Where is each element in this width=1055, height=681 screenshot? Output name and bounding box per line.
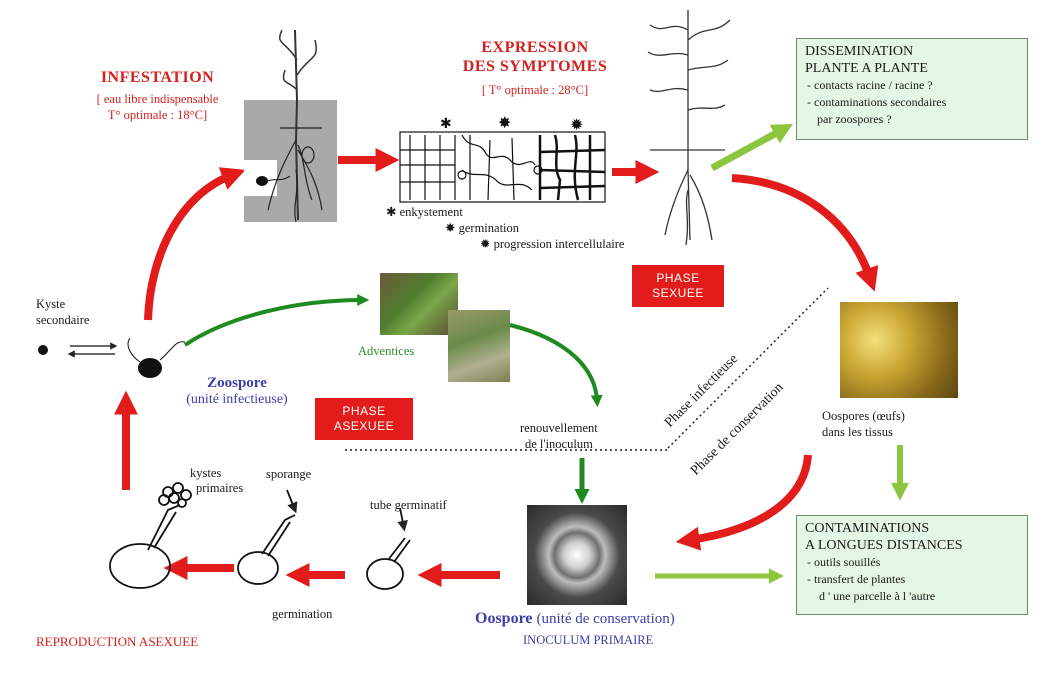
dissemination-item-1: - contacts racine / racine ? [807,78,933,92]
renouvellement-line-1: renouvellement [520,421,598,435]
phase-sexuee-line-2: SEXUEE [652,286,704,300]
symptoms-cell-drawings [399,131,606,203]
legend-germination: ✸ germination [445,220,519,236]
arrow-adventices-to-renouvellement [509,323,603,408]
sporange-drawing [237,489,298,585]
expression-title-1: EXPRESSION [481,39,589,56]
svg-text:✸: ✸ [498,113,511,132]
infestation-condition-2: T° optimale : 18°C] [107,108,208,122]
oospore-microscopy-photo [527,505,627,605]
oospore-name: Oospore [475,610,533,627]
adventices-photo-2 [448,310,510,382]
kyste-label-2: secondaire [36,313,90,327]
arrow-zoospore-to-adventices [183,294,370,347]
zoospore-label: Zoospore (unité infectieuse) [162,375,312,408]
primaires-label: primaires [196,481,244,495]
kystes-label: kystes [190,466,222,480]
renouvellement-label: renouvellement de l'inoculum [520,420,598,452]
arrow-plant-to-oospores [731,174,879,292]
svg-text:✱: ✱ [440,116,452,132]
phase-asexuee-line-2: ASEXUEE [333,419,395,433]
arrow-zoospore-to-infestation [144,167,246,321]
legend-germination-label: germination [458,221,520,235]
arrow-oospores-to-oospore [675,454,812,551]
sporange-label: sporange [266,467,312,481]
adventices-label: Adventices [358,344,415,358]
infestation-condition-1: [ eau libre indispensable [96,92,219,106]
legend-progression: ✹ progression intercellulaire [480,236,624,252]
kyste-label-1: Kyste [36,297,66,311]
kystes-primaires-label: kystes primaires [190,466,243,496]
progression-marker-icon: ✹ [480,237,491,251]
arrow-plant-to-dissemination [710,123,794,172]
contaminations-title-1: CONTAMINATIONS [805,521,930,536]
tube-germinatif-drawing [366,507,411,590]
mature-plant-drawing [647,10,731,246]
phase-asexuee-line-1: PHASE [342,404,386,418]
contaminations-item-1: - outils souillés [807,555,881,569]
infestation-title: INFESTATION [100,69,215,86]
germination-marker-icon: ✸ [445,221,456,235]
legend-enkystement: ✱ enkystement [386,204,463,220]
dissemination-title-2: PLANTE A PLANTE [805,61,928,76]
renouvellement-line-2: de l'inoculum [524,437,593,451]
adventices-photo-1 [380,273,458,335]
phase-asexuee-badge: PHASE ASEXUEE [315,398,413,440]
kystes-primaires-drawing [109,482,192,589]
legend-enkystement-label: enkystement [399,205,463,219]
expression-condition: [ T° optimale : 28°C] [481,83,589,97]
zoospore-role: (unité infectieuse) [186,392,288,407]
oospores-oeufs-label: Oospores (œufs) dans les tissus [822,408,905,440]
phase-sexuee-line-1: PHASE [656,271,700,285]
tube-germinatif-label: tube germinatif [370,498,447,512]
infestation-block: INFESTATION [ eau libre indispensable T°… [75,68,240,123]
oospores-oeufs-line-1: Oospores (œufs) [822,409,905,423]
dissemination-box: DISSEMINATION PLANTE A PLANTE - contacts… [796,38,1028,140]
legend-progression-label: progression intercellulaire [493,237,625,251]
kyste-secondaire-dot [38,345,48,355]
expression-block: EXPRESSION DES SYMPTOMES [ T° optimale :… [455,38,615,98]
expression-title-2: DES SYMPTOMES [462,58,608,75]
oospores-oeufs-line-2: dans les tissus [822,425,893,439]
reproduction-asexuee-label: REPRODUCTION ASEXUEE [36,634,199,649]
phase-sexuee-badge: PHASE SEXUEE [632,265,724,307]
contaminations-item-3: d ' une parcelle à l 'autre [819,589,936,603]
oospore-label: Oospore (unité de conservation) [475,610,675,628]
zoospore-drawing [127,337,186,378]
oospore-role: (unité de conservation) [536,611,675,627]
infestation-plant-drawing [244,29,337,223]
contaminations-box: CONTAMINATIONS A LONGUES DISTANCES - out… [796,515,1028,615]
kyste-secondaire-label: Kyste secondaire [36,296,89,328]
contaminations-title-2: A LONGUES DISTANCES [805,538,963,553]
dissemination-item-3: par zoospores ? [817,112,892,126]
dissemination-title-1: DISSEMINATION [805,44,914,59]
contaminations-item-2: - transfert de plantes [807,572,906,586]
dissemination-item-2: - contaminations secondaires [807,95,947,109]
germination-step-label: germination [272,607,333,621]
svg-text:✹: ✹ [570,115,583,134]
zoospore-name: Zoospore [207,375,267,391]
enkystement-marker-icon: ✱ [386,205,397,219]
inoculum-primaire-label: INOCULUM PRIMAIRE [523,633,654,647]
oospores-microscopy-photo [840,302,958,398]
symptom-markers: ✱ ✸ ✹ [440,113,583,134]
